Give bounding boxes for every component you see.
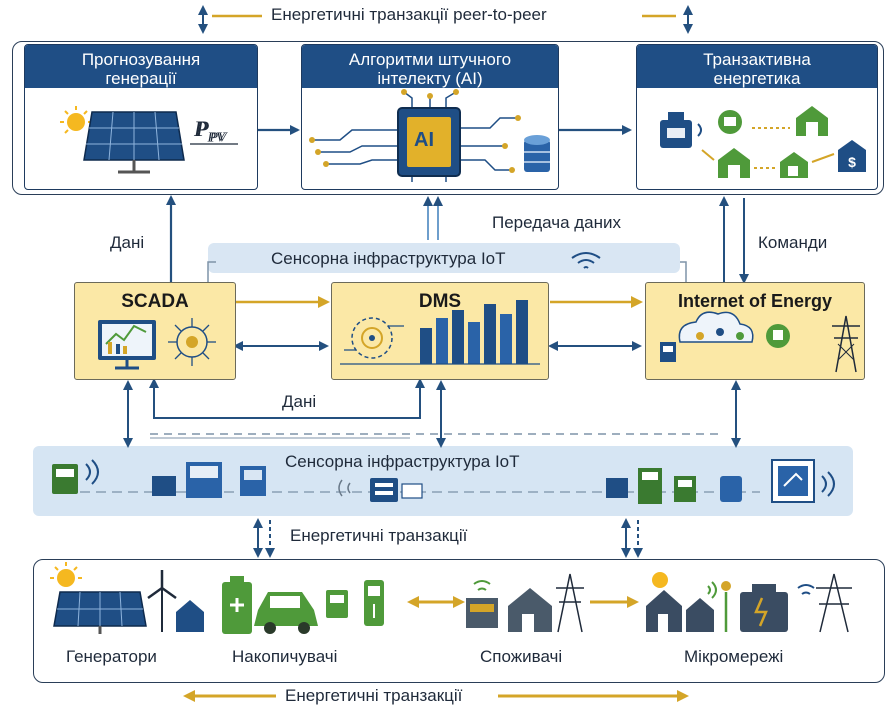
microgrids-label: Мікромережі	[684, 647, 784, 666]
iot-devices	[52, 459, 835, 504]
ev-charger-icon	[326, 580, 384, 626]
ioe-box: Internet of Energy	[645, 282, 865, 380]
dms-box: DMS	[331, 282, 549, 380]
top-transactions-label: Енергетичні транзакції peer-to-peer	[271, 5, 547, 24]
data-left-label: Дані	[110, 233, 145, 252]
bottom-layer-frame	[33, 559, 885, 683]
data-transfer-label: Передача даних	[492, 213, 622, 232]
sun-small-icon	[50, 562, 82, 587]
consumers-label: Споживачі	[480, 647, 563, 666]
ioe-title: Internet of Energy	[677, 291, 833, 311]
forecast-title-line1: Прогнозування	[81, 50, 201, 69]
solar-array-icon	[53, 591, 147, 634]
pv-formula-overlay: PPV	[196, 116, 227, 146]
electric-car-icon	[254, 592, 318, 634]
iot-band-bottom-label: Сенсорна інфраструктура IoT	[285, 452, 520, 471]
transactive-panel-header: Транзактивна енергетика	[637, 45, 877, 88]
energy-transactions-bottom-label: Енергетичні транзакції	[285, 686, 463, 705]
iot-band-top-label: Сенсорна інфраструктура IoT	[271, 249, 506, 268]
pv-formula: PPV	[194, 116, 225, 146]
transactive-title-line2: енергетика	[713, 69, 801, 88]
forecast-title-line2: генерації	[105, 69, 177, 88]
pv-sub: PV	[209, 130, 227, 146]
wifi-icon	[571, 252, 601, 269]
ai-panel-header: Алгоритми штучного інтелекту (AI)	[302, 45, 558, 88]
consumer-devices	[466, 573, 584, 633]
forecast-panel-header: Прогнозування генерації	[25, 45, 257, 88]
battery-icon	[222, 576, 252, 634]
iot-band-top	[208, 243, 680, 273]
wind-turbine-icon	[147, 570, 177, 632]
pv-main: P	[196, 116, 210, 141]
commands-label: Команди	[758, 233, 828, 252]
pv-formula-sub: PV	[207, 130, 225, 146]
transactive-title-line1: Транзактивна	[703, 50, 811, 69]
scada-title: SCADA	[121, 291, 189, 312]
dms-title: DMS	[418, 291, 462, 312]
house-icon	[176, 600, 204, 632]
ai-title-line1: Алгоритми штучного	[348, 50, 512, 69]
ai-title-line2: інтелекту (AI)	[377, 69, 483, 88]
storage-label: Накопичувачі	[232, 647, 338, 666]
energy-transactions-mid-label: Енергетичні транзакції	[290, 526, 468, 545]
transactive-panel: Транзактивна енергетика	[636, 44, 878, 190]
ai-chip-label-overlay: AI	[414, 129, 434, 151]
pv-formula-main: P	[194, 116, 208, 141]
generators-label: Генератори	[66, 647, 157, 666]
ai-panel: Алгоритми штучного інтелекту (AI)	[301, 44, 559, 190]
microgrid-icons	[646, 572, 852, 633]
top-transactions-arrows	[198, 5, 693, 34]
scada-box: SCADA	[74, 282, 236, 380]
forecast-panel: Прогнозування генерації	[24, 44, 258, 190]
top-layer-frame	[12, 41, 884, 195]
data-middle-label: Дані	[282, 392, 317, 411]
